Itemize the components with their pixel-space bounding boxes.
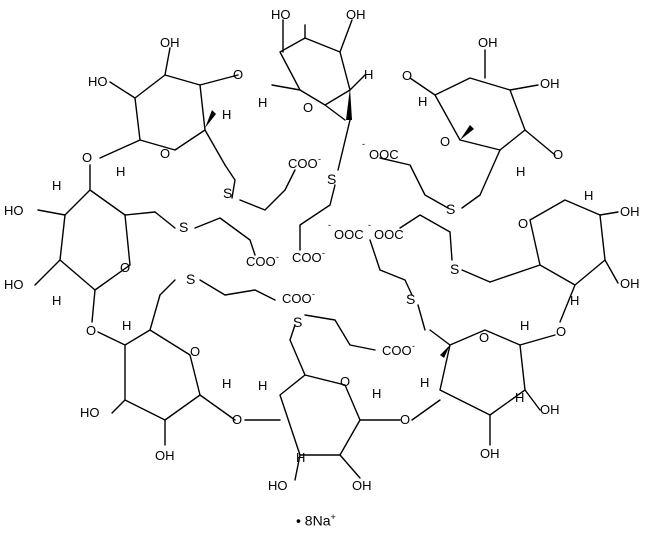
glycosidic-oxygen-label: O [553,147,563,162]
sulfobutyl-arm-top-left: S COO - [223,154,321,211]
ho-label: HO [88,74,108,89]
oh-label: OH [346,7,366,22]
h-label: H [516,164,525,179]
h-label: H [372,386,381,401]
ho-label: HO [4,203,24,218]
ring-oxygen-label: O [518,216,528,231]
carboxylate-label: COO [288,156,318,171]
glucose-unit-left: HO HO O H H O [4,164,156,338]
glucose-unit-right: O OH OH H H O [489,188,640,339]
glycosidic-oxygen-label: O [400,412,410,427]
ring-oxygen-label: O [120,260,130,275]
glucose-unit-top-right: OH OH O O H H O [402,35,563,196]
glucose-unit-bottom: O HO OH H H O H [244,339,410,493]
ho-label: HO [268,478,288,493]
carboxylate-label: COO [382,343,412,358]
charge-label: - [276,252,279,262]
glycosidic-oxygen-label: O [233,67,243,82]
glycosidic-oxygen-label: O [232,412,242,427]
oh-label: OH [155,448,175,463]
charge-label: - [312,289,315,299]
sulfur-label: S [450,261,459,277]
h-label: H [52,293,61,308]
charge-label: - [362,139,365,149]
oh-label: OH [352,478,372,493]
sulfobutyl-arm-center-top: S COO - [292,119,351,265]
carboxylate-label: COO [282,291,312,306]
charge-label: - [318,154,321,164]
carboxylate-label: OOC [334,227,364,242]
glycosidic-oxygen-label: O [82,150,92,165]
h-label: H [258,95,267,110]
carboxylate-label: OOC [369,147,399,162]
ho-label: HO [80,405,100,420]
ho-label: HO [4,277,24,292]
h-label: H [520,318,529,333]
glycosidic-oxygen-label: O [86,323,96,338]
glycosidic-oxygen-label: O [556,324,566,339]
charge-label: - [368,220,371,230]
sodium-formula: 8Na [304,512,331,529]
carboxylate-label: COO [292,250,322,265]
charge-label: - [328,220,331,230]
h-label: H [52,178,61,193]
glucose-unit-top-left: OH HO O O H H O [82,35,243,179]
ring-oxygen-label: O [190,344,200,359]
sulfobutyl-arm-center: S [369,239,426,331]
sulfobutyl-arm-left: S COO - [154,211,279,269]
glucose-unit-bottom-left: O HO OH O H H [80,294,242,463]
h-label: H [116,164,125,179]
h-label: H [258,378,267,393]
sulfur-label: S [446,201,455,217]
oh-label: OH [620,276,640,291]
h-label: H [418,94,427,109]
h-label: H [515,390,524,405]
h-label: H [296,450,305,465]
glucose-unit-bottom-right: O OH OH H H H [411,318,560,461]
ring-oxygen-label: O [303,100,313,115]
h-label: H [584,188,593,203]
carboxylate-label: OOC [374,227,404,242]
glycosidic-oxygen-label: O [402,68,412,83]
oh-label: OH [540,76,560,91]
sulfobutyl-arm-bottom: S COO - [289,314,415,358]
sulfobutyl-arm-right: S - OOC - OOC [328,214,491,283]
sodium-charge: + [330,512,336,522]
charge-label: - [322,248,325,258]
oh-label: OH [620,204,640,219]
sulfur-label: S [179,219,188,235]
sulfobutyl-arm-top-right: S - OOC [362,139,481,217]
oh-label: OH [480,446,500,461]
sulfobutyl-arm-bottom-left: S COO - [159,271,315,306]
h-label: H [364,67,373,82]
oh-label: OH [478,35,498,50]
sulfur-label: S [327,171,336,187]
h-label: H [570,293,579,308]
ring-oxygen-label: O [440,134,450,149]
carboxylate-label: COO [246,254,276,269]
ring-oxygen-label: O [479,330,489,345]
oh-label: OH [160,35,180,50]
glucose-unit-top: HO OH O H H [258,7,373,121]
sulfur-label: S [406,291,415,307]
h-label: H [420,375,429,390]
sulfur-label: S [186,271,195,287]
ring-oxygen-label: O [340,374,350,389]
oh-label: OH [540,402,560,417]
charge-label: - [412,341,415,351]
ring-oxygen-label: O [160,146,170,161]
oh-label: HO [271,7,291,22]
bullet-glyph: • [296,512,301,529]
h-label: H [222,376,231,391]
sulfur-label: S [223,185,232,201]
h-label: H [122,318,131,333]
sulfur-label: S [293,314,302,330]
counterion-label: • 8Na+ [296,512,336,529]
h-label: H [222,107,231,122]
